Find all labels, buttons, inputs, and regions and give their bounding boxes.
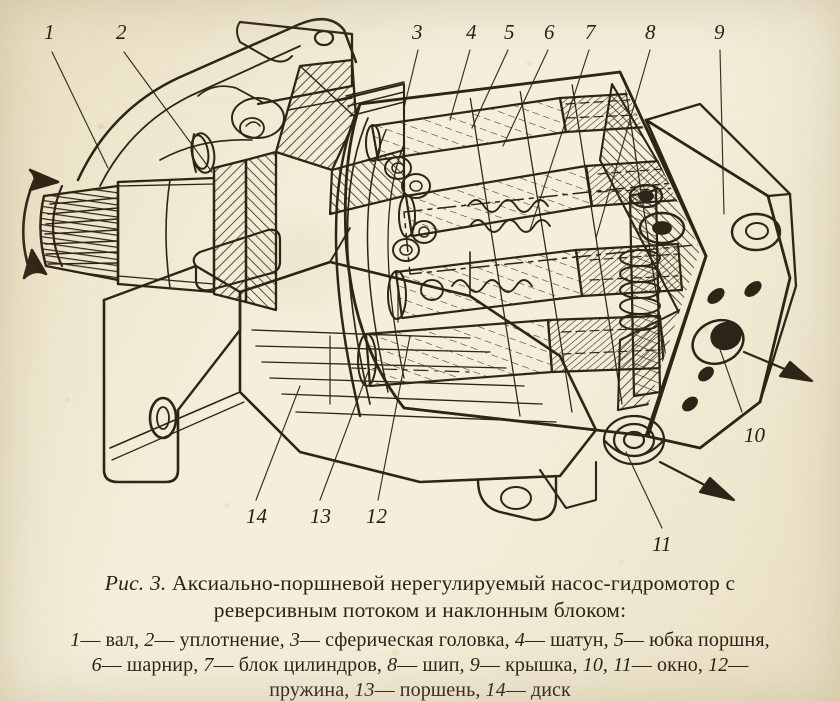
callout-7: 7 — [585, 20, 596, 44]
legend-num-12: 12 — [708, 654, 729, 676]
callout-12: 12 — [366, 504, 387, 528]
figure-legend: 1— вал, 2— уплотнение, 3— сферическая го… — [0, 628, 840, 702]
legend-num-3: 3 — [289, 629, 300, 651]
legend-term-1: вал — [105, 629, 135, 651]
callout-13: 13 — [310, 504, 331, 528]
legend-num-7: 7 — [203, 654, 214, 676]
legend-num-9: 9 — [469, 654, 480, 676]
legend-line-3: пружина, 13— поршень, 14— диск — [269, 679, 571, 701]
callout-9: 9 — [714, 20, 725, 44]
legend-num-2: 2 — [144, 629, 155, 651]
legend-num-5: 5 — [613, 629, 624, 651]
legend-term-3: сферическая головка — [325, 629, 505, 651]
callout-1: 1 — [44, 20, 55, 44]
caption-line-1-text: Аксиально-поршневой нерегулируемый насос… — [166, 571, 736, 595]
legend-term-8: шип — [422, 654, 460, 676]
legend-term-12: пружина — [269, 679, 345, 701]
legend-num-13: 13 — [354, 679, 375, 701]
callout-4: 4 — [466, 20, 477, 44]
caption-line-1: Рис. 3. Аксиально-поршневой нерегулируем… — [0, 570, 840, 597]
callout-11: 11 — [652, 532, 672, 556]
legend-term-7: блок цилиндров — [238, 654, 377, 676]
legend-term-4: шатун — [550, 629, 604, 651]
legend-term-9: крышка — [505, 654, 573, 676]
legend-term-14: диск — [530, 679, 571, 701]
legend-num-14: 14 — [485, 679, 506, 701]
legend-term-2: уплотнение — [179, 629, 280, 651]
legend-term-5: юбка поршня — [649, 629, 765, 651]
legend-term-10-11: окно — [657, 654, 698, 676]
caption-line-2: реверсивным потоком и наклонным блоком: — [213, 598, 627, 622]
callout-14: 14 — [246, 504, 267, 528]
legend-term-6: шарнир — [126, 654, 194, 676]
figure-number: Рис. 3. — [104, 571, 167, 595]
legend-num-1: 1 — [70, 629, 81, 651]
callout-5: 5 — [504, 20, 515, 44]
callout-8: 8 — [645, 20, 656, 44]
legend-num-6: 6 — [91, 654, 102, 676]
callout-10: 10 — [744, 423, 765, 447]
callout-3: 3 — [412, 20, 423, 44]
cutaway-drawing — [22, 17, 814, 529]
legend-line-2: 6— шарнир, 7— блок цилиндров, 8— шип, 9—… — [91, 654, 749, 676]
legend-num-4: 4 — [514, 629, 525, 651]
legend-num-10-11: 10, 11 — [582, 654, 632, 676]
legend-num-8: 8 — [387, 654, 398, 676]
callout-6: 6 — [544, 20, 555, 44]
figure-caption: Рис. 3. Аксиально-поршневой нерегулируем… — [0, 570, 840, 624]
callout-2: 2 — [116, 20, 127, 44]
legend-line-1: 1— вал, 2— уплотнение, 3— сферическая го… — [70, 629, 770, 651]
legend-term-13: поршень — [399, 679, 476, 701]
